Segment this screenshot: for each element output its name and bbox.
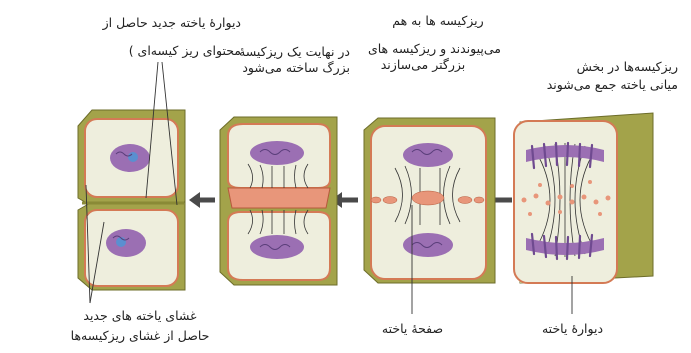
nucleus-bottom-stage2 [403,233,453,257]
cell-plate-stage3 [228,188,330,208]
label-new-wall-line2: محتوای ریز کیسه‌ای ) [6,42,241,59]
label-new-membranes-line2: حاصل از غشای ریزکیسه‌ها [40,327,240,344]
label-cell-plate: صفحهٔ یاخته [355,320,470,337]
stage-daughter-cells [78,110,185,290]
label-new-wall-line1: دیوارهٔ یاخته جدید حاصل از [6,14,241,31]
nucleus-top-stage3 [250,141,304,165]
label-large-vesicle-line2: بزرگ ساخته می‌شود [230,59,350,76]
label-large-vesicle-line1: در نهایت یک ریزکیسهٔ [230,43,350,60]
nucleolus-top-stage4 [128,152,138,162]
nucleus-top-stage2 [403,143,453,167]
arrow-stage3-to-stage4 [189,192,215,208]
label-vesicles-fuse-line3: بزرگتر می‌سازند [345,56,501,73]
stage-vesicles-gathering [514,113,653,283]
label-vesicles-gather-line1: ریزکیسه‌ها در بخش [498,58,678,75]
nucleus-bottom-stage4 [106,229,146,257]
stage-large-vesicle [220,117,337,285]
label-vesicles-gather-line2: میانی یاخته جمع می‌شوند [498,76,678,93]
label-cell-wall: دیوارهٔ یاخته [515,320,630,337]
nucleus-bottom-stage3 [250,235,304,259]
label-vesicles-fuse-line2: می‌پیوندند و ریزکیسه های [345,40,501,57]
label-vesicles-fuse-line1: ریزکیسه ها به هم [376,12,500,29]
label-new-membranes-line1: غشای یاخته های جدید [40,307,240,324]
stage-vesicles-fusing [364,118,495,283]
